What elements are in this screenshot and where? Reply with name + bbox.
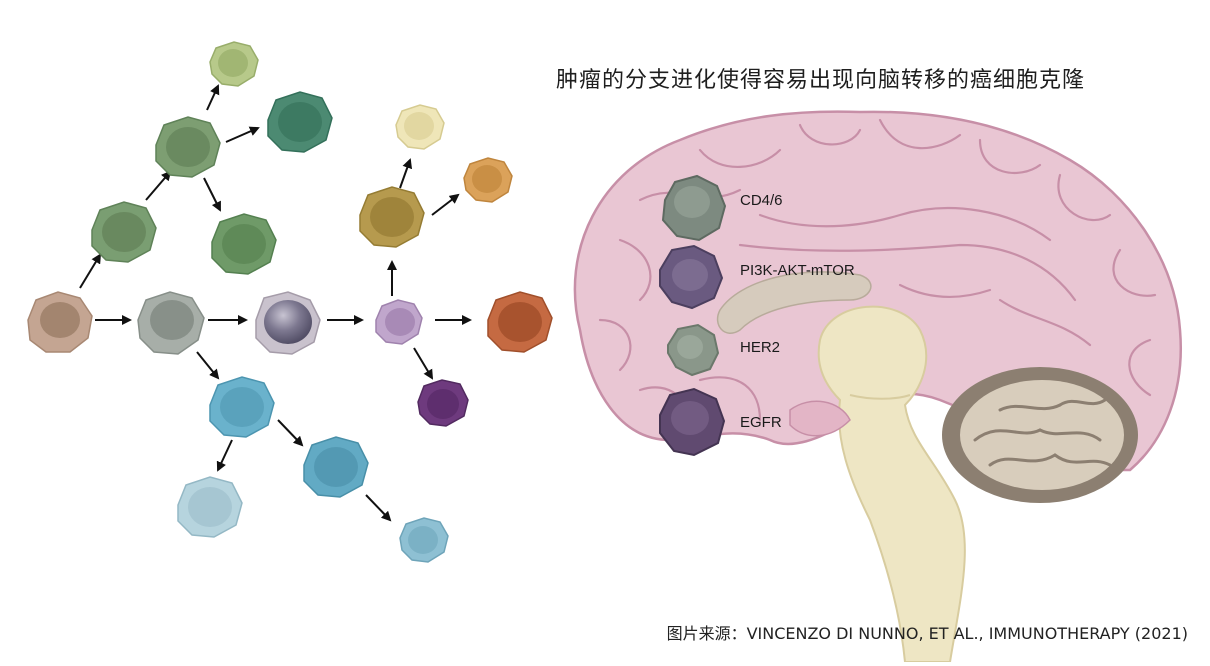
cell-blue-small xyxy=(399,517,449,563)
target-egfr: EGFR xyxy=(659,387,782,457)
cell-green-1 xyxy=(91,201,157,263)
cell-nucleus-gray xyxy=(255,291,321,355)
cell-orange xyxy=(463,157,513,203)
cell-gray xyxy=(137,291,205,355)
cell-blue-pale xyxy=(177,476,243,538)
target-label-her2: HER2 xyxy=(740,339,780,356)
cell-blue-1 xyxy=(209,376,275,438)
brain-illustration xyxy=(573,110,1182,663)
target-her2: HER2 xyxy=(667,323,780,377)
cell-origin xyxy=(27,291,93,353)
cell-olive xyxy=(359,186,425,248)
target-markers: CD4/6 PI3K-AKT-mTOR HER2 EGFR xyxy=(659,174,855,457)
target-label-pi3k: PI3K-AKT-mTOR xyxy=(740,262,855,279)
corpus-callosum xyxy=(716,271,872,334)
cell-teal-dark xyxy=(267,91,333,153)
image-credit: 图片来源：VINCENZO DI NUNNO, ET AL., IMMUNOTH… xyxy=(666,624,1188,643)
cell-purple-dark xyxy=(417,379,469,427)
cell-purple-small xyxy=(375,299,423,345)
cell-green-3 xyxy=(211,213,277,275)
target-pi3k: PI3K-AKT-mTOR xyxy=(659,244,855,310)
cerebellum xyxy=(942,367,1138,503)
cell-blue-2 xyxy=(303,436,369,498)
cell-lime xyxy=(209,41,259,87)
clonal-evolution-tree xyxy=(27,41,553,563)
evolution-arrows xyxy=(79,84,472,522)
cell-rust xyxy=(487,291,553,353)
target-cd46: CD4/6 xyxy=(661,174,783,242)
target-label-egfr: EGFR xyxy=(740,414,782,431)
target-label-cd46: CD4/6 xyxy=(740,192,783,209)
figure-title: 肿瘤的分支进化使得容易出现向脑转移的癌细胞克隆 xyxy=(556,68,1086,93)
cell-cream xyxy=(395,104,445,150)
cell-green-2 xyxy=(155,116,221,178)
